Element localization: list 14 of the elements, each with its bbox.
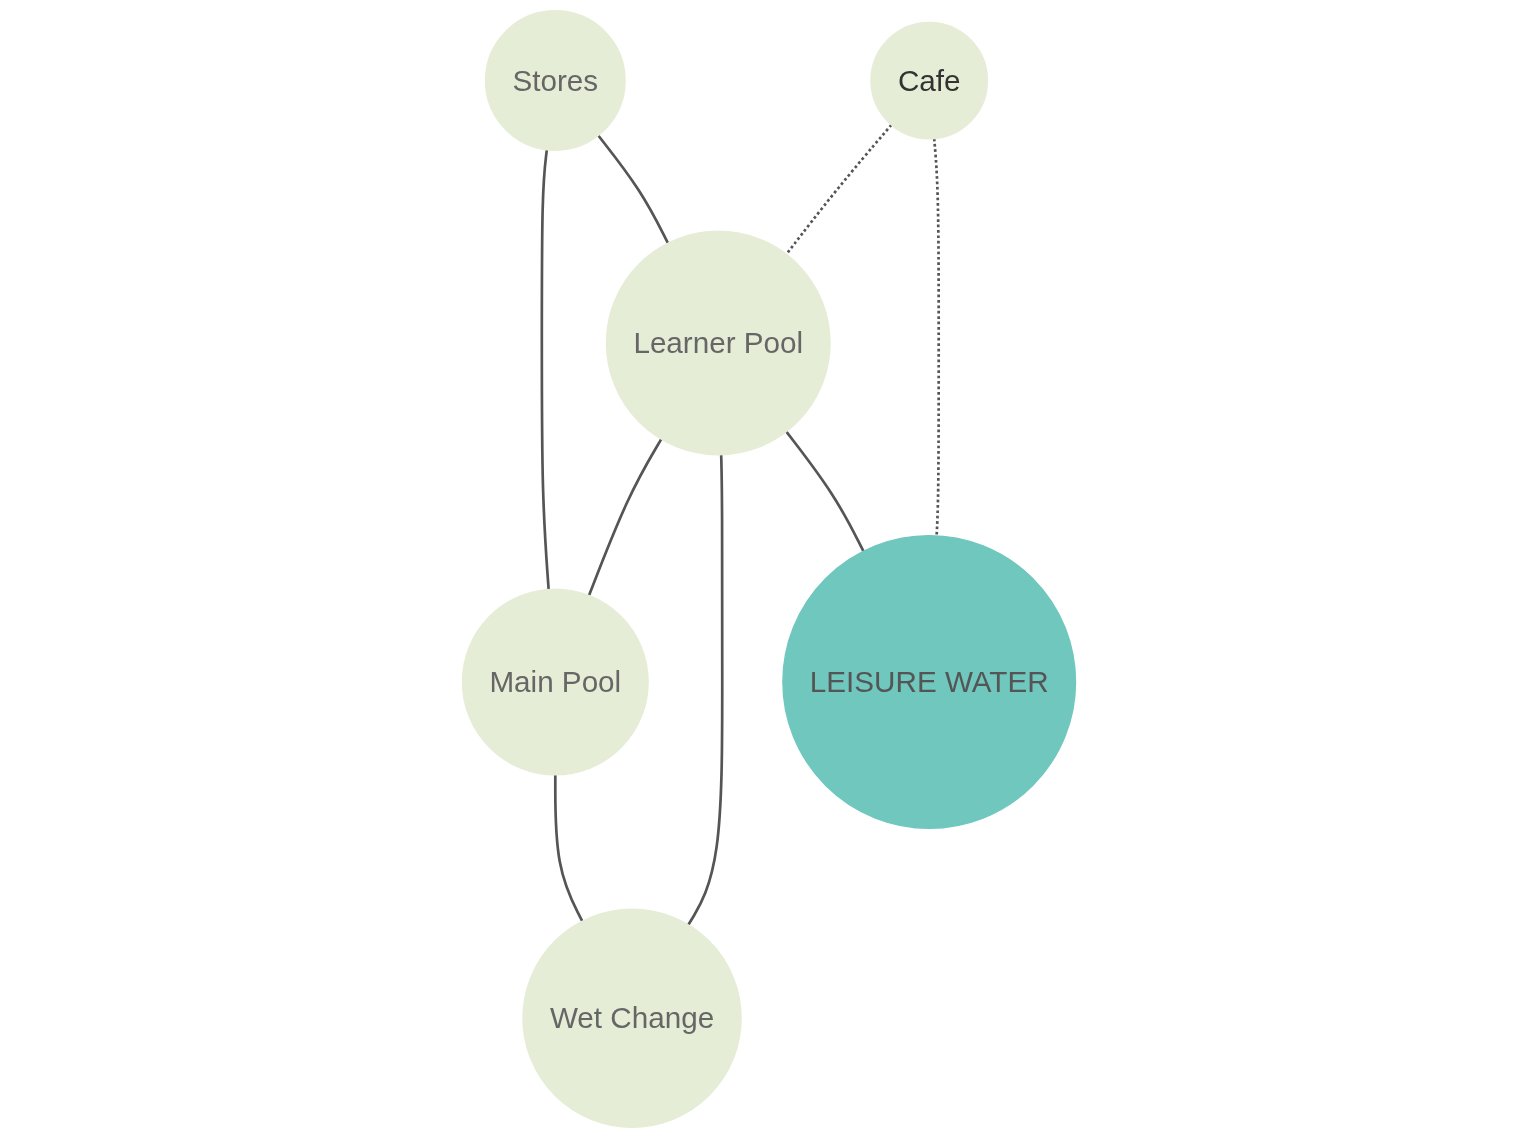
node-circle: Stores <box>484 10 626 151</box>
node-circle: Main Pool <box>461 588 649 776</box>
connector <box>553 774 584 922</box>
connector <box>785 430 865 552</box>
connector <box>785 124 893 256</box>
connector <box>932 138 941 536</box>
connector <box>587 438 663 596</box>
node-circle: LEISURE WATER <box>782 534 1077 829</box>
connector <box>687 454 724 926</box>
connector <box>540 149 550 590</box>
connector <box>597 134 670 244</box>
node-circle: Wet Change <box>522 908 742 1128</box>
node-circle: Learner Pool <box>605 230 831 456</box>
node-circle: Cafe <box>870 21 989 140</box>
